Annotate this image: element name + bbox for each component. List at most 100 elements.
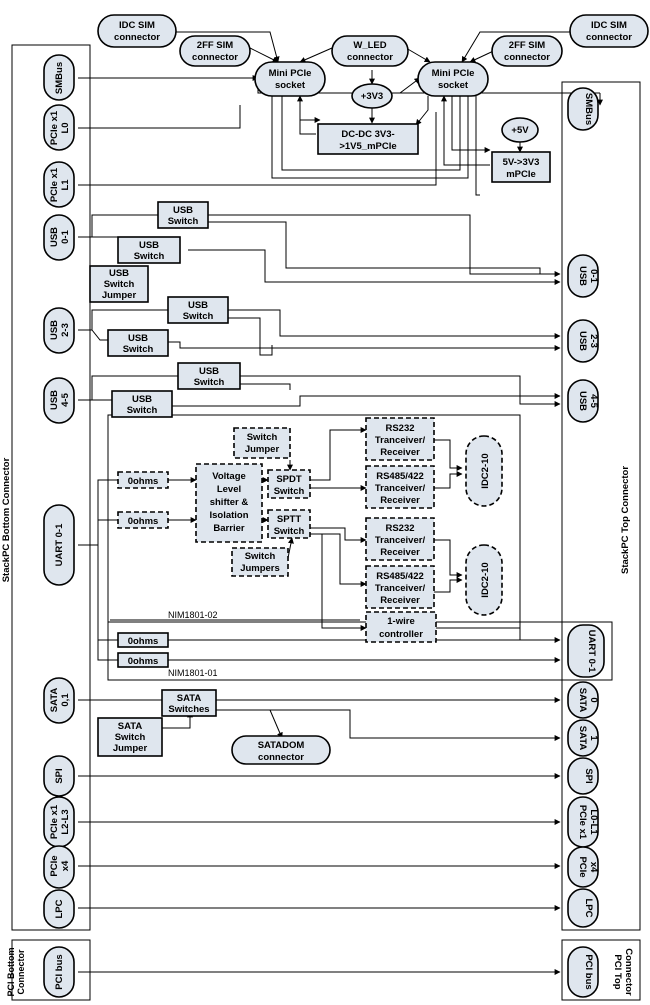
svg-text:Switch: Switch [127, 405, 158, 416]
stackpc-top-title: StackPC Top Connector [620, 466, 631, 574]
svg-text:shifter &: shifter & [210, 497, 249, 508]
svg-text:+5V: +5V [511, 125, 529, 136]
svg-text:Switch: Switch [115, 732, 146, 743]
svg-text:UART 0-1: UART 0-1 [54, 523, 65, 566]
svg-text:Jumper: Jumper [102, 290, 137, 301]
svg-text:0ohms: 0ohms [128, 656, 159, 667]
usb-switch-6: USB Switch [111, 390, 173, 418]
svg-text:+3V3: +3V3 [361, 91, 383, 102]
svg-text:SMBus: SMBus [583, 93, 594, 125]
svg-text:connector: connector [504, 52, 550, 63]
pci-top-connector-frame [561, 939, 641, 1001]
svg-text:PCI Top: PCI Top [612, 954, 623, 989]
svg-text:PCIe x1: PCIe x1 [49, 167, 60, 202]
svg-text:0-1: 0-1 [60, 229, 71, 243]
stackpc-bottom-connector-frame [11, 44, 91, 931]
svg-text:LPC: LPC [583, 899, 594, 918]
svg-text:Switch: Switch [134, 251, 165, 262]
svg-text:SATADOM: SATADOM [258, 740, 305, 751]
mini-pcie-socket-right: Mini PCIe socket [417, 61, 489, 97]
svg-text:USB: USB [132, 394, 152, 405]
svg-text:SPDT: SPDT [276, 474, 302, 485]
svg-text:Switch: Switch [194, 377, 225, 388]
svg-text:Receiver: Receiver [380, 447, 420, 458]
svg-text:connector: connector [258, 752, 304, 763]
svg-text:StackPC Top Connector: StackPC Top Connector [620, 466, 631, 574]
svg-text:SATA: SATA [577, 688, 588, 713]
bottom-usb23-port: USB 2-3 [43, 307, 75, 354]
top-sata0-port: SATA 0 [567, 681, 599, 719]
ohms-resistor-4: 0ohms [117, 652, 169, 668]
svg-text:5V->3V3: 5V->3V3 [503, 157, 540, 168]
top-uart-port: UART 0-1 [567, 624, 605, 678]
svg-text:SATA: SATA [118, 721, 143, 732]
nim1801-01-label: NIM1801-01 [168, 668, 218, 678]
svg-text:USB: USB [49, 320, 60, 340]
wires [78, 31, 603, 975]
svg-text:x4: x4 [60, 860, 71, 871]
usb-switch-5: USB Switch [177, 362, 241, 390]
svg-text:Jumper: Jumper [245, 444, 280, 455]
svg-text:Tranceiver/: Tranceiver/ [375, 535, 426, 546]
ohms-resistor-1: 0ohms [117, 471, 169, 489]
bottom-lpc-port: LPC [43, 889, 75, 929]
svg-text:Switch: Switch [183, 311, 214, 322]
svg-text:SATA: SATA [177, 693, 202, 704]
svg-text:Switch: Switch [104, 279, 135, 290]
svg-text:Level: Level [217, 484, 241, 495]
top-pcie-x4-port: PCIe x4 [567, 846, 599, 888]
svg-text:LPC: LPC [54, 899, 65, 918]
plus-5v-supply: +5V [501, 117, 539, 143]
voltage-level-shifter: Voltage Level shifter & Isolation Barrie… [195, 463, 263, 543]
svg-text:USB: USB [577, 391, 588, 411]
usb-switch-4: USB Switch [107, 329, 169, 357]
bottom-pcie-l23-port: PCIe x1 L2-L3 [43, 796, 75, 848]
rs232-transceiver-1: RS232 Tranceiver/ Receiver [365, 417, 435, 461]
svg-text:connector: connector [347, 52, 393, 63]
svg-text:Tranceiver/: Tranceiver/ [375, 483, 426, 494]
stackpc-top-connector-frame [561, 81, 641, 931]
svg-text:4-5: 4-5 [60, 392, 71, 406]
svg-text:connector: connector [192, 52, 238, 63]
w-led-connector: W_LED connector [331, 35, 409, 67]
svg-text:StackPC Bottom Connector: StackPC Bottom Connector [1, 457, 12, 582]
rs232-transceiver-2: RS232 Tranceiver/ Receiver [365, 517, 435, 561]
bottom-pcie-l1-port: PCIe x1 L1 [43, 161, 75, 208]
pci-bottom-connector-frame [11, 939, 91, 1001]
svg-text:PCIe x1: PCIe x1 [49, 804, 60, 839]
svg-text:socket: socket [275, 80, 306, 91]
bottom-pcie-x4-port: PCIe x4 [43, 845, 75, 889]
bottom-usb01-port: USB 0-1 [43, 214, 75, 261]
stackpc-bottom-title: StackPC Bottom Connector [1, 457, 12, 582]
svg-text:Voltage: Voltage [212, 471, 246, 482]
svg-text:L1: L1 [60, 179, 71, 191]
svg-text:IDC SIM: IDC SIM [119, 20, 155, 31]
svg-text:Mini PCIe: Mini PCIe [432, 68, 475, 79]
nim1801-02-label: NIM1801-02 [168, 610, 218, 620]
svg-text:socket: socket [438, 80, 469, 91]
svg-text:SATA: SATA [49, 688, 60, 713]
svg-text:SPI: SPI [54, 768, 65, 783]
svg-text:controller: controller [379, 629, 423, 640]
svg-text:PCIe x1: PCIe x1 [577, 805, 588, 840]
svg-text:L0: L0 [60, 122, 71, 133]
svg-text:Jumper: Jumper [113, 743, 148, 754]
svg-text:1: 1 [588, 735, 599, 741]
svg-text:Switch: Switch [123, 344, 154, 355]
usb-switch-1: USB Switch [157, 201, 209, 229]
switch-jumpers: Switch Jumpers [231, 547, 289, 577]
svg-text:Receiver: Receiver [380, 495, 420, 506]
2ff-sim-connector-right: 2FF SIM connector [491, 35, 563, 67]
idc-sim-connector-left: IDC SIM connector [97, 14, 177, 48]
svg-text:PCI bus: PCI bus [54, 954, 65, 989]
svg-text:Connector: Connector [16, 949, 26, 994]
svg-text:1-wire: 1-wire [387, 616, 414, 627]
switch-jumper: Switch Jumper [233, 427, 291, 459]
top-usb01-port: USB 0-1 [567, 254, 599, 298]
svg-text:Barrier: Barrier [213, 523, 244, 534]
svg-text:IDC SIM: IDC SIM [591, 20, 627, 31]
svg-text:Isolation: Isolation [209, 510, 248, 521]
svg-text:Tranceiver/: Tranceiver/ [375, 583, 426, 594]
bottom-pcie-l0-port: PCIe x1 L0 [43, 104, 75, 151]
top-spi-port: SPI [567, 757, 599, 795]
